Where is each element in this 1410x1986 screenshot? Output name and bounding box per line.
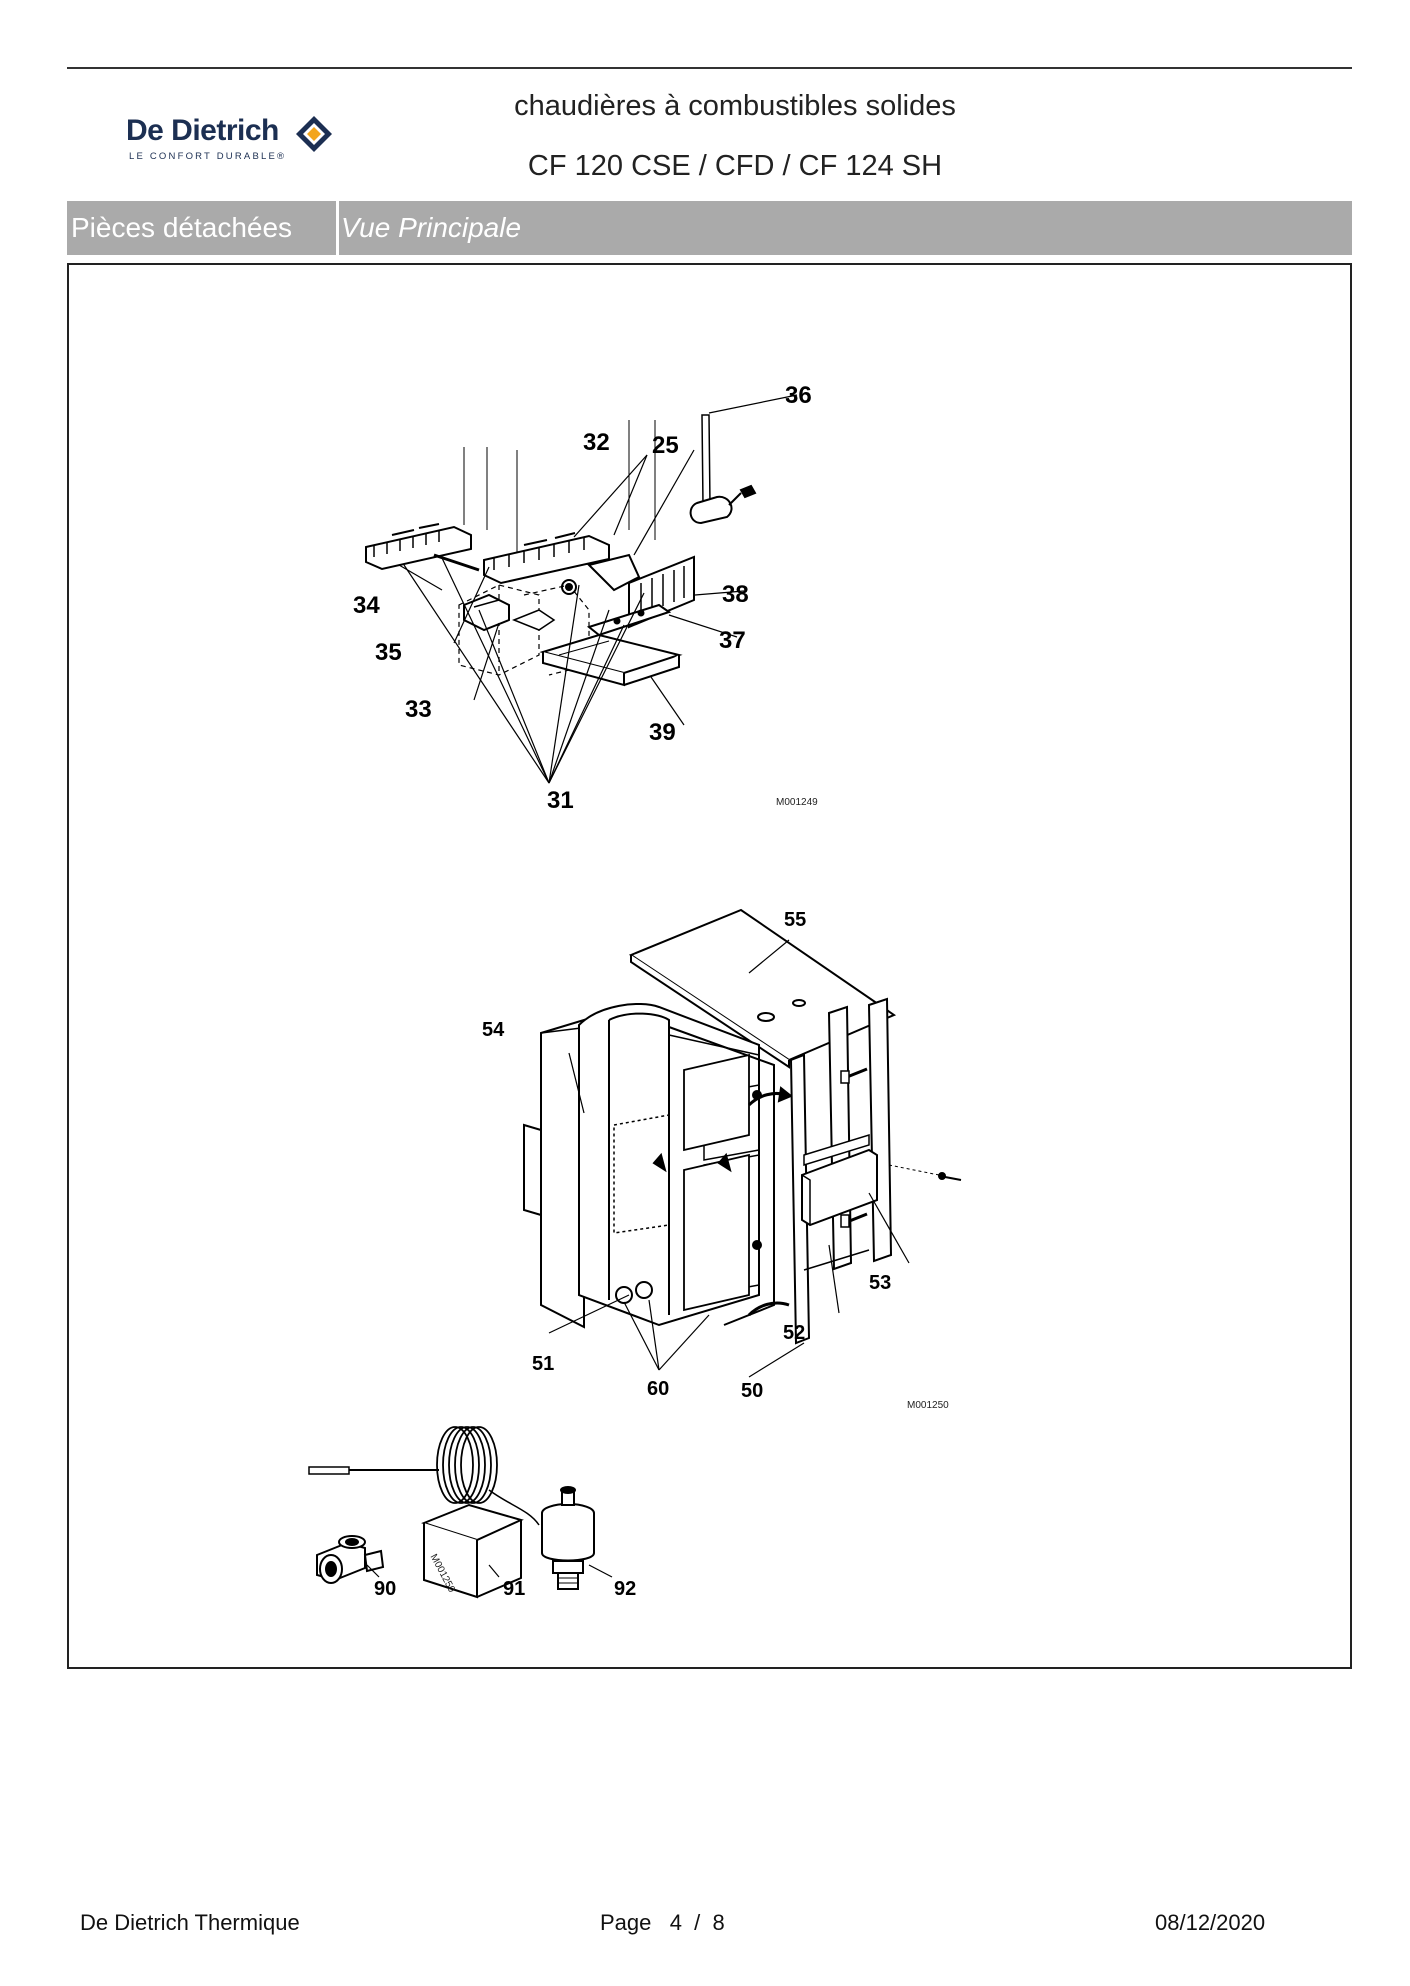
callout-25: 25	[652, 432, 679, 459]
section-divider	[336, 201, 339, 255]
drawing-ref-upper: M001249	[776, 797, 818, 808]
callout-38: 38	[722, 581, 749, 608]
logo-diamond-icon	[296, 116, 332, 152]
grate-assembly-illustration	[365, 394, 798, 784]
callout-39: 39	[649, 719, 676, 746]
callout-90: 90	[374, 1578, 396, 1600]
section-category: Pièces détachées	[71, 212, 293, 243]
section-view-name: Vue Principale	[341, 212, 522, 243]
logo-wordmark: De Dietrich	[126, 114, 279, 147]
footer-date: 08/12/2020	[1155, 1910, 1266, 1935]
exploded-view-drawing: 36 32 25 38 37 34 35 33 39 31 M001249	[308, 382, 962, 1600]
callout-32: 32	[583, 429, 610, 456]
section-header-bar: Pièces détachées Vue Principale	[67, 201, 1352, 255]
logo-tagline: LE CONFORT DURABLE®	[129, 151, 287, 162]
callout-36: 36	[785, 382, 812, 409]
callout-50: 50	[741, 1380, 763, 1402]
parts-drawing-frame: 36 32 25 38 37 34 35 33 39 31 M001249	[67, 263, 1352, 1669]
callout-92: 92	[614, 1578, 636, 1600]
callout-35: 35	[375, 639, 402, 666]
footer-page-number: Page 4 / 8	[600, 1910, 725, 1935]
top-rule	[67, 67, 1352, 69]
callout-51: 51	[532, 1353, 554, 1375]
callout-33: 33	[405, 696, 432, 723]
callout-53: 53	[869, 1272, 891, 1294]
casing-assembly-illustration	[523, 908, 962, 1378]
document-title: chaudières à combustibles solides	[514, 90, 956, 122]
drawing-ref-lower: M001250	[907, 1400, 949, 1411]
document-model: CF 120 CSE / CFD / CF 124 SH	[527, 150, 943, 182]
accessories-illustration	[308, 1426, 613, 1599]
callout-37: 37	[719, 627, 746, 654]
callout-54: 54	[482, 1019, 505, 1041]
callout-52: 52	[783, 1322, 805, 1344]
de-dietrich-logo: De Dietrich LE CONFORT DURABLE®	[126, 108, 346, 168]
callout-34: 34	[353, 592, 380, 619]
callout-31: 31	[547, 787, 574, 814]
callout-91: 91	[503, 1578, 525, 1600]
callout-55: 55	[784, 909, 806, 931]
callout-60: 60	[647, 1378, 669, 1400]
footer-company: De Dietrich Thermique	[80, 1910, 300, 1935]
